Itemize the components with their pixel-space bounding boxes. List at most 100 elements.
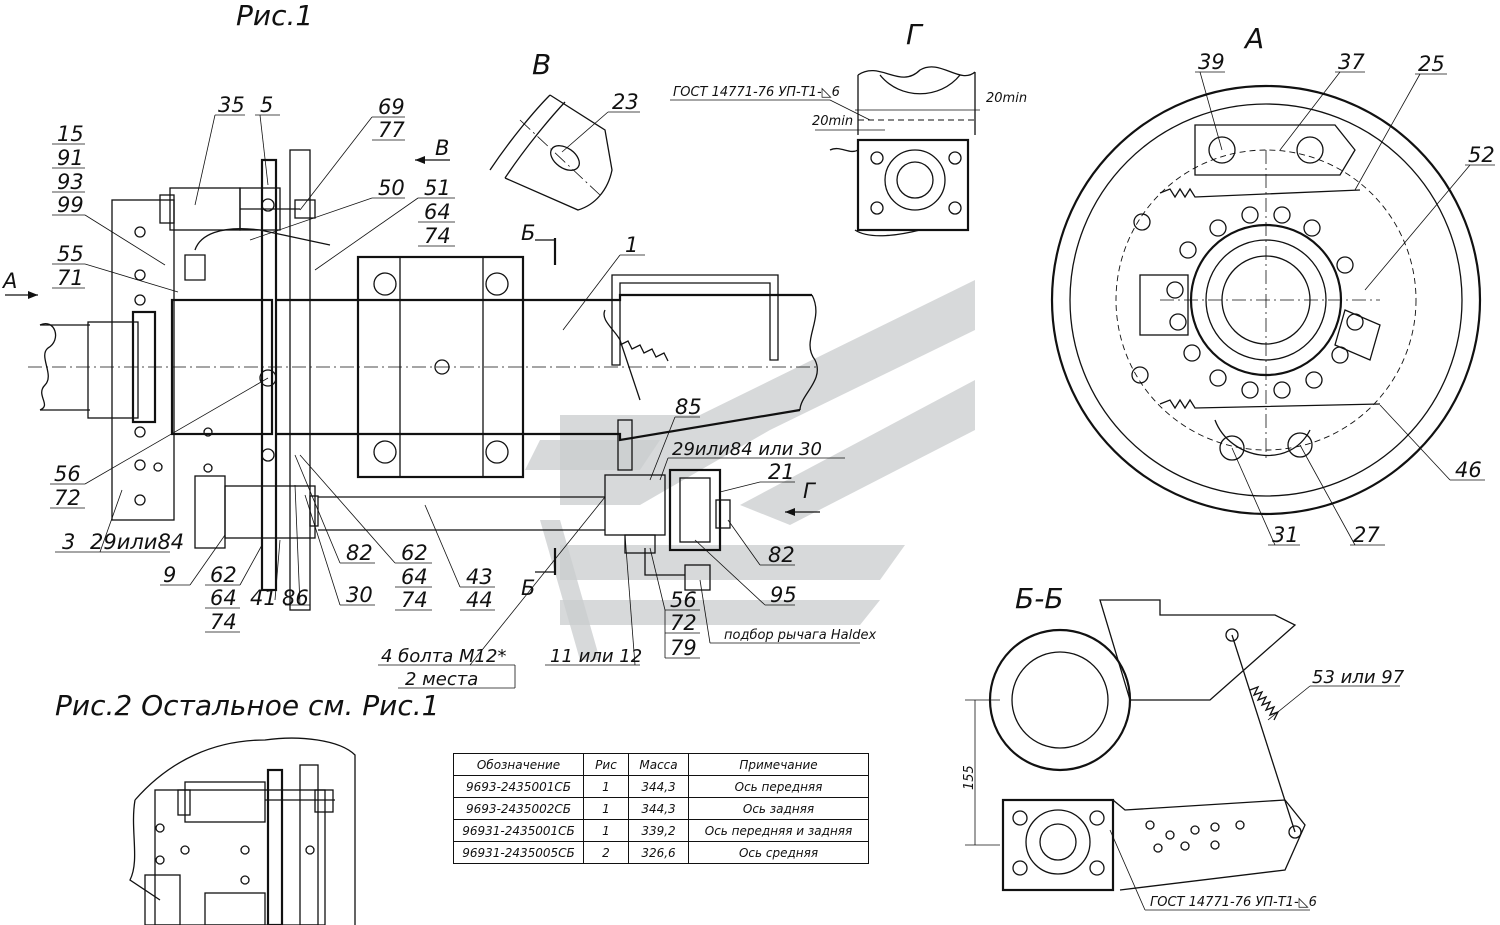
callout-5: 5 (260, 93, 273, 117)
callout-3: 3 (62, 530, 75, 554)
view-a-brake: А (1050, 22, 1495, 547)
table-cell: 1 (583, 819, 629, 842)
view-arrow-a-label: А (1, 269, 17, 293)
callout-91: 91 (57, 146, 84, 170)
table-cell: 344,3 (628, 797, 689, 820)
callout-74-upper: 74 (424, 224, 451, 248)
callout-21: 21 (768, 460, 795, 484)
callout-37: 37 (1338, 50, 1365, 74)
callout-64-right: 64 (401, 565, 428, 589)
specification-table: Обозначение Рис Масса Примечание 9693-24… (453, 753, 869, 864)
callout-29-84-30: 29или84 или 30 (672, 439, 822, 460)
table-header-note: Примечание (688, 753, 869, 776)
view-v-title: В (532, 48, 551, 81)
table-cell: 339,2 (628, 819, 689, 842)
table-cell: 96931-2435001СБ (453, 819, 584, 842)
callout-72-left: 72 (54, 486, 81, 510)
table-cell: 2 (583, 841, 629, 864)
callout-labels-main: 35 5 69 77 50 51 64 74 15 91 93 99 55 71… (54, 93, 876, 690)
callout-56-left: 56 (54, 462, 81, 486)
table-cell: 326,6 (628, 841, 689, 864)
dim-155: 155 (962, 765, 977, 790)
dim-20min-left: 20min (812, 114, 853, 129)
callout-51: 51 (424, 176, 451, 200)
figure1-title: Рис.1 (236, 0, 313, 32)
callout-27: 27 (1353, 523, 1380, 547)
table-cell: 1 (583, 775, 629, 798)
view-arrow-g-label: Г (803, 479, 817, 503)
figure2-title: Рис.2 Остальное см. Рис.1 (55, 689, 439, 722)
callout-places: 2 места (405, 669, 478, 690)
callout-leaders (50, 114, 860, 689)
table-row: 96931-2435005СБ 2 326,6 Ось средняя (453, 841, 869, 864)
callout-74-right: 74 (401, 588, 428, 612)
callout-82-right: 82 (768, 543, 795, 567)
callout-64-left: 64 (210, 586, 237, 610)
callout-55: 55 (57, 242, 84, 266)
callout-39: 39 (1198, 50, 1225, 74)
callout-30: 30 (346, 583, 373, 607)
callout-lever-note: подбор рычага Haldex (724, 628, 876, 643)
callout-31: 31 (1272, 523, 1299, 547)
callout-53-97: 53 или 97 (1312, 667, 1405, 688)
table-cell: 9693-2435002СБ (453, 797, 584, 820)
gost-note-bottom: ГОСТ 14771-76 УП-Т1-◺6 (1150, 895, 1317, 910)
section-mark-top: Б (521, 221, 535, 245)
main-axle-view: Б Б А В Г (1, 136, 820, 611)
callout-93: 93 (57, 170, 84, 194)
callout-52: 52 (1468, 143, 1495, 167)
callout-62-left: 62 (210, 563, 237, 587)
callout-43: 43 (466, 565, 493, 589)
callout-15: 15 (57, 122, 84, 146)
callout-79: 79 (670, 636, 697, 660)
callout-77: 77 (378, 118, 405, 142)
callout-46: 46 (1455, 458, 1482, 482)
callout-50: 50 (378, 176, 405, 200)
table-cell: 96931-2435005СБ (453, 841, 584, 864)
table-cell: Ось задняя (688, 797, 869, 820)
callout-74-left: 74 (210, 610, 237, 634)
section-bb-title: Б-Б (1015, 582, 1064, 615)
table-cell: Ось средняя (688, 841, 869, 864)
callout-bolts: 4 болта М12* (381, 646, 506, 667)
view-arrow-b-label: В (435, 136, 449, 160)
callout-1: 1 (625, 233, 638, 257)
table-row: 9693-2435002СБ 1 344,3 Ось задняя (453, 797, 869, 820)
view-g-detail: Г 20min 20min ГОСТ 14771-76 УП-Т1-◺6 (670, 18, 1027, 237)
figure2-detail (129, 737, 356, 925)
callout-71: 71 (57, 266, 84, 290)
table-header-figure: Рис (583, 753, 629, 776)
callout-86: 86 (282, 586, 309, 610)
table-header-row: Обозначение Рис Масса Примечание (453, 753, 869, 776)
callout-56-right: 56 (670, 588, 697, 612)
callout-11-12: 11 или 12 (550, 646, 642, 667)
table-header-designation: Обозначение (453, 753, 584, 776)
callout-64-upper: 64 (424, 200, 451, 224)
callout-62-right: 62 (401, 541, 428, 565)
table-row: 9693-2435001СБ 1 344,3 Ось передняя (453, 775, 869, 798)
section-mark-bottom: Б (521, 576, 535, 600)
callout-72-right: 72 (670, 611, 697, 635)
callout-95: 95 (770, 583, 797, 607)
watermark-logo (525, 280, 975, 660)
callout-25: 25 (1418, 52, 1445, 76)
table-cell: 9693-2435001СБ (453, 775, 584, 798)
table-cell: Ось передняя и задняя (688, 819, 869, 842)
callout-85: 85 (675, 395, 702, 419)
callout-41: 41 (250, 586, 277, 610)
view-a-title: А (1243, 22, 1264, 55)
dim-20min-right: 20min (986, 91, 1027, 106)
callout-35: 35 (218, 93, 245, 117)
table-header-mass: Масса (628, 753, 689, 776)
view-v-detail: В 23 (489, 48, 640, 211)
table-cell: 344,3 (628, 775, 689, 798)
gost-note-top: ГОСТ 14771-76 УП-Т1-◺6 (673, 85, 840, 100)
callout-99: 99 (57, 193, 84, 217)
callout-44: 44 (466, 588, 493, 612)
table-row: 96931-2435001СБ 1 339,2 Ось передняя и з… (453, 819, 869, 842)
table-cell: 1 (583, 797, 629, 820)
callout-23: 23 (612, 90, 639, 114)
view-g-title: Г (906, 18, 924, 51)
callout-29-84: 29или84 (90, 530, 184, 554)
